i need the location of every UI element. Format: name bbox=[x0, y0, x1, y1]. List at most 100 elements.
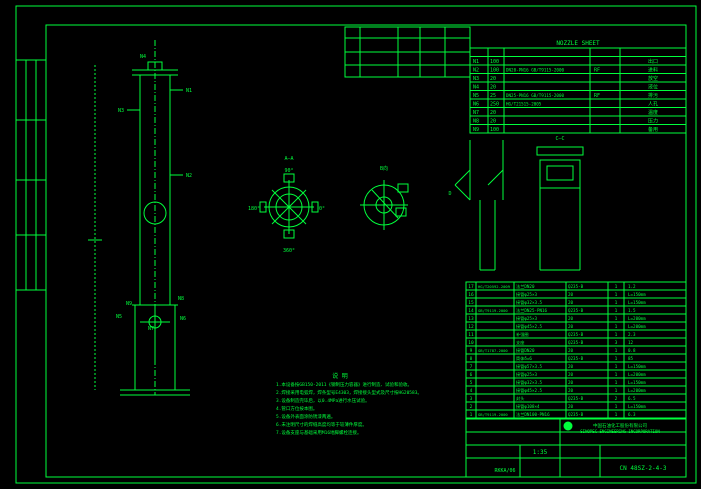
part-number: 8 bbox=[470, 356, 473, 362]
part-quantity: 1 bbox=[615, 316, 618, 322]
nozzle-id: N9 bbox=[473, 127, 479, 133]
title-block-text: 中国石油化工股份有限公司 SINOPEC ENGINEERING INCORPO… bbox=[494, 422, 666, 474]
part-number: 15 bbox=[468, 300, 474, 306]
nozzle-id: N7 bbox=[473, 110, 479, 116]
nozzle-standard: HG/T21515-2005 bbox=[506, 101, 542, 106]
part-name: 法兰DN20 bbox=[516, 283, 535, 290]
part-material: 20 bbox=[568, 372, 574, 377]
parts-list-frame bbox=[465, 281, 687, 419]
label-bb: B向 bbox=[380, 165, 388, 172]
part-number: 6 bbox=[470, 372, 473, 378]
part-quantity: 1 bbox=[615, 284, 618, 290]
nozzle-dn: 100 bbox=[490, 67, 499, 73]
part-material: 20 bbox=[568, 316, 574, 321]
part-name: 接管φ32×3.5 bbox=[516, 299, 543, 306]
part-quantity: 1 bbox=[615, 308, 618, 314]
nozzle-mark: N4 bbox=[140, 54, 146, 60]
part-standard: GB/T1787-2000 bbox=[478, 348, 508, 353]
part-standard: HG/T20592-2009 bbox=[478, 284, 511, 289]
nozzle-id: N1 bbox=[473, 59, 479, 65]
part-number: 1 bbox=[470, 412, 473, 418]
part-weight: 12 bbox=[628, 340, 634, 345]
part-weight: L=200mm bbox=[628, 316, 646, 321]
part-number: 12 bbox=[468, 324, 474, 330]
part-weight: L=150mm bbox=[628, 300, 646, 305]
nozzle-standard: DN20-PN16 GB/T9115-2000 bbox=[506, 67, 564, 72]
part-weight: L=150mm bbox=[628, 364, 646, 369]
part-quantity: 1 bbox=[615, 372, 618, 378]
label-aa: A—A bbox=[284, 156, 293, 162]
nozzle-dn: 20 bbox=[490, 84, 496, 90]
part-name: 接管φ108×4 bbox=[516, 403, 540, 410]
nozzle-mark: N8 bbox=[178, 296, 184, 302]
part-material: 20 bbox=[568, 324, 574, 329]
part-material: Q235-B bbox=[568, 340, 584, 345]
vessel-elevation-view bbox=[88, 40, 190, 396]
nozzle-sheet-title: NOZZLE SHEET bbox=[556, 40, 600, 47]
nozzle-service: 液位 bbox=[648, 83, 658, 90]
part-material: Q235-B bbox=[568, 356, 584, 361]
view-labels: A—A B向 C—C D 90° 180° 0° 360° bbox=[248, 136, 565, 254]
label-dd: D bbox=[448, 191, 451, 197]
part-material: Q235-B bbox=[568, 308, 584, 313]
nozzle-mark: N6 bbox=[180, 316, 186, 322]
part-quantity: 1 bbox=[615, 380, 618, 386]
label-0: 0° bbox=[319, 206, 325, 212]
label-180: 180° bbox=[248, 206, 260, 212]
nozzle-dn: 250 bbox=[490, 101, 499, 107]
part-weight: 0.8 bbox=[628, 348, 636, 353]
reference-table bbox=[344, 26, 471, 78]
part-quantity: 1 bbox=[615, 292, 618, 298]
part-material: Q235-B bbox=[568, 412, 584, 417]
part-name: 接管φ25×3 bbox=[516, 315, 537, 322]
part-material: 20 bbox=[568, 364, 574, 369]
part-number: 7 bbox=[470, 364, 473, 370]
nozzle-mark: N1 bbox=[186, 88, 192, 94]
section-aa-view bbox=[259, 173, 319, 239]
part-name: 接管φ45×2.5 bbox=[516, 387, 543, 394]
note-line: 2.焊接采用电弧焊，焊条型号E4303，焊接接头型式及尺寸按HG20583。 bbox=[276, 389, 422, 396]
part-number: 3 bbox=[470, 396, 473, 402]
company-name: 中国石油化工股份有限公司 bbox=[593, 422, 647, 429]
part-number: 4 bbox=[470, 388, 473, 394]
part-name: 筒体δ=6 bbox=[516, 355, 532, 362]
part-number: 17 bbox=[468, 284, 474, 290]
nozzle-service: 温度 bbox=[648, 109, 658, 116]
footer-code: RKKA/06 bbox=[494, 468, 515, 474]
detail-slanted-nozzle bbox=[454, 140, 504, 271]
part-weight: L=150mm bbox=[628, 404, 646, 409]
part-name: 补强圈 bbox=[516, 331, 529, 338]
label-90: 90° bbox=[284, 168, 293, 174]
part-number: 13 bbox=[468, 316, 474, 322]
part-material: 20 bbox=[568, 292, 574, 297]
part-name: 封头 bbox=[516, 395, 524, 402]
part-number: 2 bbox=[470, 404, 473, 410]
part-quantity: 1 bbox=[615, 324, 618, 330]
part-name: 接管φ45×2.5 bbox=[516, 323, 543, 330]
notes-title: 说 明 bbox=[332, 372, 348, 380]
note-line: 5.设备外表面涂防锈漆两遍。 bbox=[276, 413, 335, 420]
nozzle-service: 压力 bbox=[648, 117, 658, 124]
part-number: 14 bbox=[468, 308, 474, 314]
nozzle-id: N3 bbox=[473, 76, 479, 82]
part-quantity: 1 bbox=[615, 356, 618, 362]
label-cc: C—C bbox=[555, 136, 564, 142]
part-material: Q235-B bbox=[568, 396, 584, 401]
note-line: 7.设备支座与基础采用M16地脚螺栓连接。 bbox=[276, 429, 362, 436]
part-weight: 85 bbox=[628, 356, 634, 361]
part-material: 20 bbox=[568, 348, 574, 353]
sheet-outer-border bbox=[15, 5, 697, 484]
nozzle-service: 出口 bbox=[648, 58, 658, 65]
nozzle-service: 人孔 bbox=[648, 100, 658, 107]
nozzle-face: RF bbox=[594, 93, 600, 99]
part-number: 11 bbox=[468, 332, 474, 338]
part-name: 接管φ32×3.5 bbox=[516, 379, 543, 386]
part-quantity: 2 bbox=[615, 396, 618, 402]
note-line: 3.设备制造完毕后，以0.4MPa进行水压试验。 bbox=[276, 397, 370, 404]
part-weight: L=200mm bbox=[628, 372, 646, 377]
left-revision-strip bbox=[15, 59, 47, 291]
nozzle-dn: 100 bbox=[490, 127, 499, 133]
label-360: 360° bbox=[283, 248, 295, 254]
part-quantity: 3 bbox=[615, 340, 618, 346]
